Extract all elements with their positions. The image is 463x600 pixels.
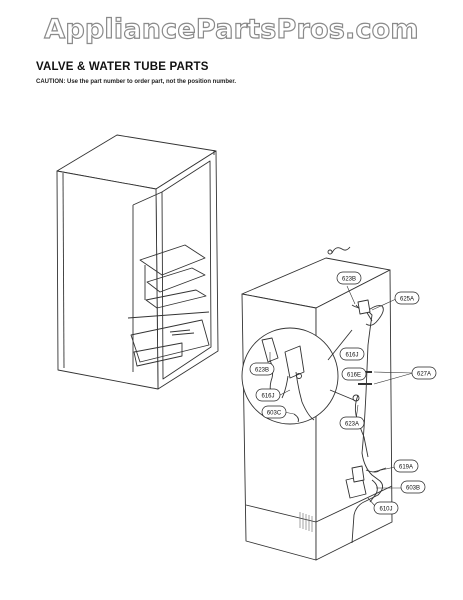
callout-623A: 623A: [339, 416, 365, 430]
svg-text:623A: 623A: [345, 422, 359, 428]
svg-text:627A: 627A: [417, 372, 431, 378]
callout-627A: 627A: [411, 366, 437, 380]
callout-623B: 623B: [336, 271, 362, 285]
callout-616E: 616E: [341, 367, 367, 381]
left-cabinet: [56, 134, 219, 390]
svg-text:603B: 603B: [406, 486, 420, 492]
callout-623B-detail: 623B: [249, 362, 275, 376]
svg-text:623B: 623B: [342, 277, 356, 283]
svg-text:625A: 625A: [400, 297, 414, 303]
page-title: VALVE & WATER TUBE PARTS: [36, 61, 209, 73]
svg-text:603C: 603C: [267, 411, 282, 417]
svg-text:616J: 616J: [261, 394, 274, 400]
caution-note: CAUTION: Use the part number to order pa…: [36, 79, 237, 85]
callout-625A: 625A: [394, 291, 420, 305]
svg-text:619A: 619A: [399, 465, 413, 471]
callout-603C: 603C: [261, 405, 287, 419]
callout-610J: 610J: [373, 501, 399, 515]
callout-619A: 619A: [393, 459, 419, 473]
callout-616J: 616J: [339, 347, 365, 361]
svg-text:616J: 616J: [345, 353, 358, 359]
svg-text:616E: 616E: [347, 373, 361, 379]
watermark-logo: AppliancePartsPros.com: [44, 13, 419, 45]
callout-616J-detail: 616J: [255, 388, 281, 402]
svg-text:610J: 610J: [379, 507, 392, 513]
svg-text:623B: 623B: [255, 368, 269, 374]
callout-603B: 603B: [400, 480, 426, 494]
